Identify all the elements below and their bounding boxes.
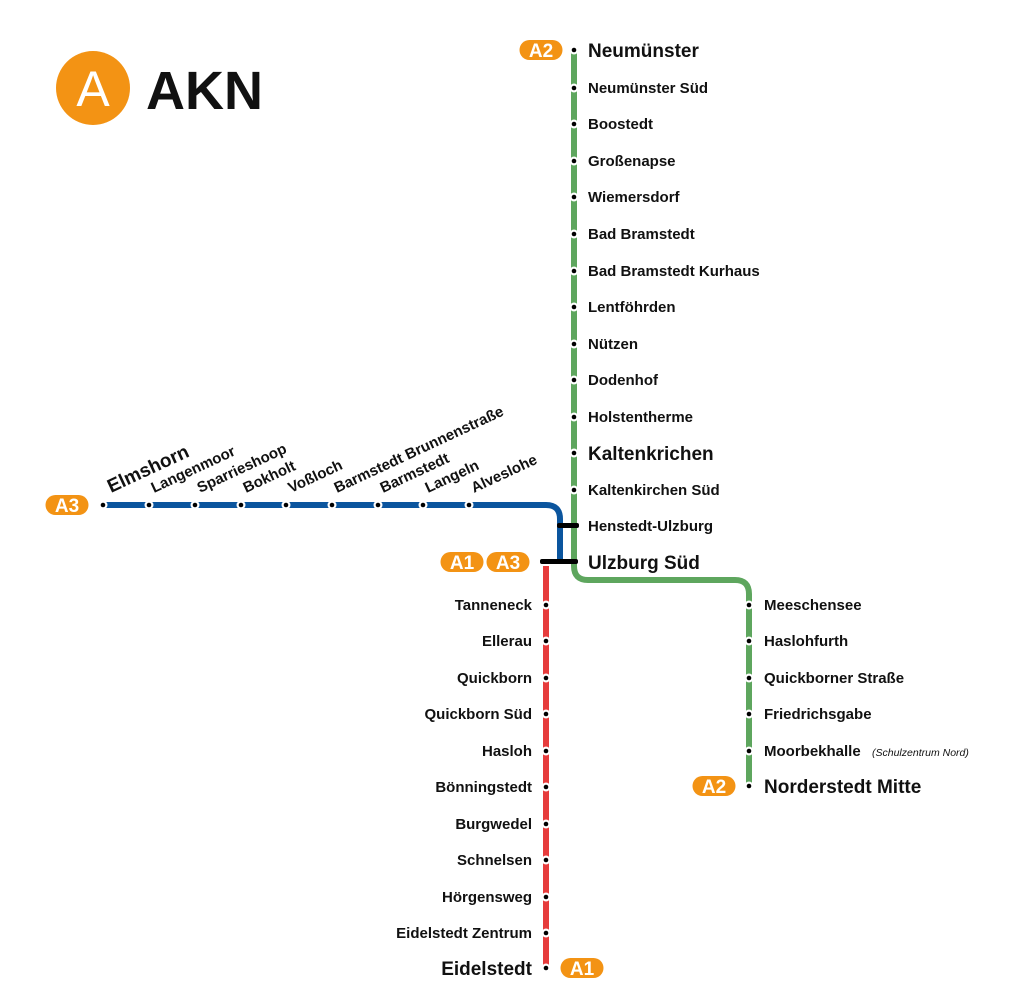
station-label: Kaltenkrichen <box>588 444 714 465</box>
station-dot <box>571 121 577 127</box>
badge-pill <box>560 958 604 978</box>
station-dot <box>192 502 198 508</box>
station-label: Meeschensee <box>764 597 862 614</box>
station-label: Neumünster <box>588 41 699 62</box>
station-label: Quickborner Straße <box>764 670 904 687</box>
station-label: Tanneneck <box>455 597 533 614</box>
station-dot <box>543 821 549 827</box>
logo: A AKN <box>56 51 263 125</box>
station-dot <box>571 487 577 493</box>
line-badge-a1[interactable]: A1 <box>440 552 484 574</box>
station-dot <box>571 341 577 347</box>
line-a3 <box>103 502 563 562</box>
logo-title: AKN <box>146 61 263 121</box>
station-label: Großenapse <box>588 153 676 170</box>
station-label: Eidelstedt <box>441 959 532 980</box>
station-dot <box>746 675 752 681</box>
station-dot <box>571 158 577 164</box>
station-dot <box>571 268 577 274</box>
station-label: Haslohfurth <box>764 633 848 650</box>
badge-label: A2 <box>529 41 553 62</box>
badge-label: A1 <box>450 553 475 574</box>
logo-circle <box>56 51 130 125</box>
station-dot <box>571 304 577 310</box>
station-label: Ellerau <box>482 633 532 650</box>
station-label: Hörgensweg <box>442 889 532 906</box>
station-dot <box>746 711 752 717</box>
station-dot <box>746 748 752 754</box>
station-label: Lentföhrden <box>588 299 676 316</box>
station-dot <box>571 414 577 420</box>
badge-pill <box>45 495 89 515</box>
station-dot <box>420 502 426 508</box>
station-dot <box>146 502 152 508</box>
station-label: Bad Bramstedt Kurhaus <box>588 263 760 280</box>
station-label: Henstedt-Ulzburg <box>588 518 713 535</box>
station-dot <box>466 502 472 508</box>
line-badge-a3[interactable]: A3 <box>45 495 89 517</box>
badge-label: A1 <box>570 959 595 980</box>
station-label: Wiemersdorf <box>588 189 681 206</box>
station-label: Norderstedt Mitte <box>764 777 921 798</box>
station-label: Burgwedel <box>455 816 532 833</box>
station-dot <box>543 784 549 790</box>
station-label: Nützen <box>588 336 638 353</box>
station-dot <box>375 502 381 508</box>
station-label: Friedrichsgabe <box>764 706 872 723</box>
station-dot <box>571 47 577 53</box>
line-badge-a1[interactable]: A1 <box>560 958 604 980</box>
station-dot <box>571 85 577 91</box>
badge-pill <box>486 552 530 572</box>
station-dot <box>571 231 577 237</box>
station-label: Hasloh <box>482 743 532 760</box>
station-label: Neumünster Süd <box>588 80 708 97</box>
station-label: Eidelstedt Zentrum <box>396 925 532 942</box>
badge-label: A3 <box>55 496 79 517</box>
station-label: Kaltenkirchen Süd <box>588 482 720 499</box>
station-dot <box>100 502 106 508</box>
station-dot <box>543 930 549 936</box>
badge-pill <box>440 552 484 572</box>
station-dot <box>571 194 577 200</box>
station-dot <box>543 857 549 863</box>
station-dot <box>571 450 577 456</box>
station-label: Quickborn <box>457 670 532 687</box>
station-dot <box>238 502 244 508</box>
station-label: Alveslohe <box>469 451 540 496</box>
badge-label: A3 <box>496 553 520 574</box>
line-badge-a2[interactable]: A2 <box>692 776 736 798</box>
station-dot <box>543 602 549 608</box>
station-dot <box>543 894 549 900</box>
station-label: Bönningstedt <box>435 779 532 796</box>
line-badge-a3[interactable]: A3 <box>486 552 530 574</box>
station-label: Dodenhof <box>588 372 659 389</box>
badge-label: A2 <box>702 777 726 798</box>
station-dot <box>571 377 577 383</box>
station-label: Ulzburg Süd <box>588 553 700 574</box>
station-dot <box>543 675 549 681</box>
station-dot <box>746 638 752 644</box>
station-dot <box>543 965 549 971</box>
station-label: Schnelsen <box>457 852 532 869</box>
line-a2 <box>571 50 752 786</box>
line-badge-a2[interactable]: A2 <box>519 40 563 62</box>
interchange-henstedt-ulzburg <box>557 523 579 528</box>
badge-pill <box>519 40 563 60</box>
station-label: Boostedt <box>588 116 653 133</box>
station-dot <box>543 638 549 644</box>
badge-pill <box>692 776 736 796</box>
station-dot <box>543 748 549 754</box>
station-dot <box>329 502 335 508</box>
interchange-ulzburg-sued <box>540 559 578 564</box>
station-dot <box>543 711 549 717</box>
station-note: (Schulzentrum Nord) <box>872 747 969 759</box>
station-label: Quickborn Süd <box>424 706 532 723</box>
station-dot <box>746 602 752 608</box>
station-dot <box>283 502 289 508</box>
station-label: Holstentherme <box>588 409 693 426</box>
station-dot <box>746 783 752 789</box>
logo-letter: A <box>76 61 110 117</box>
station-label: Bad Bramstedt <box>588 226 695 243</box>
station-label: Moorbekhalle <box>764 743 861 760</box>
